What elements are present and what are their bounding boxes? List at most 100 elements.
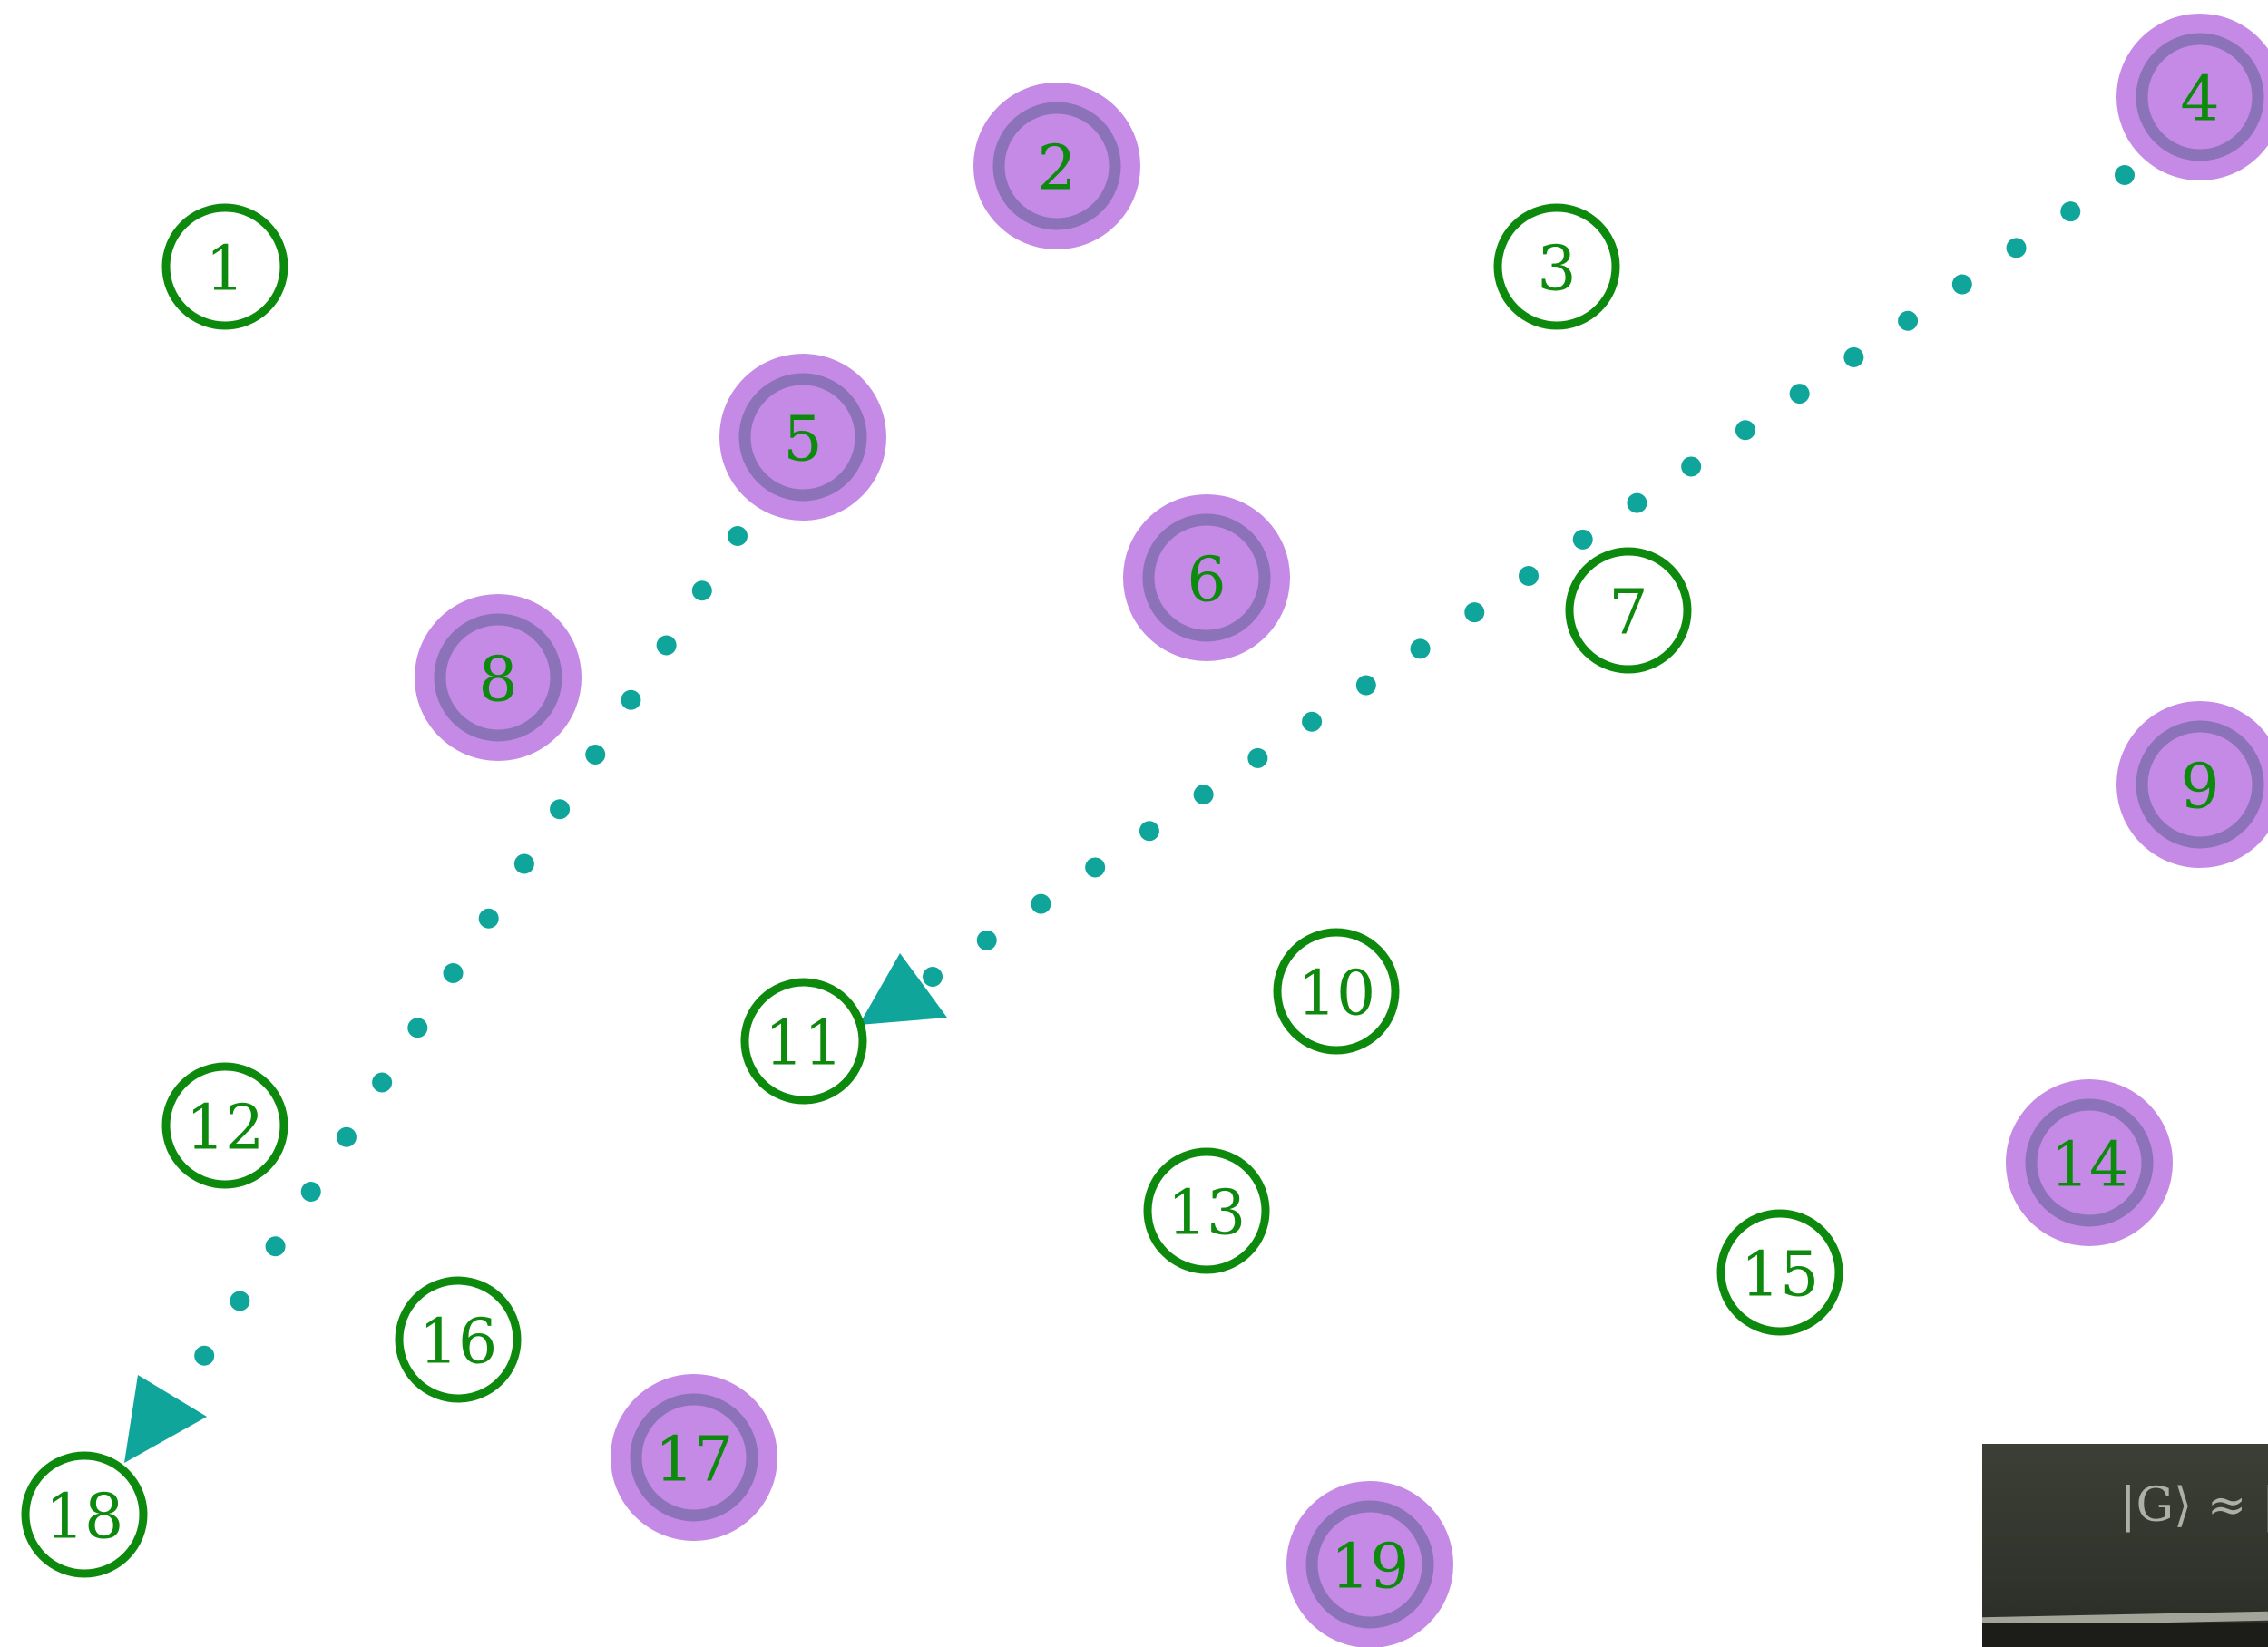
node-label: 11 [765,1009,844,1080]
node-14: 14 [2006,1079,2173,1246]
node-label: 5 [783,404,822,476]
node-ring [630,1393,758,1522]
arrow-dot [1951,274,1972,295]
arrow-dot [1410,638,1431,659]
node-label: 10 [1297,959,1376,1030]
arrow-dot [513,853,534,874]
arrow-dot [407,1018,428,1038]
node-ring [738,373,867,502]
node-9: 9 [2116,701,2268,868]
node-5: 5 [719,354,886,521]
arrowhead-icon [859,953,947,1025]
arrow-dot [621,689,641,710]
node-18: 18 [21,1451,148,1578]
node-ring [740,978,867,1105]
arrow-dot [230,1291,250,1311]
arrow-dot [443,963,464,983]
arrow-dot [691,580,712,601]
arrow-dot [372,1072,393,1093]
node-label: 13 [1168,1178,1246,1250]
node-ring [2136,33,2264,161]
node-label: 7 [1608,578,1647,649]
arrow-dot [1627,492,1647,513]
arrow-dot [1898,310,1919,331]
arrow-4-to-11 [859,165,2135,1025]
arrow-dot [1031,893,1051,914]
node-label: 18 [45,1482,124,1554]
node-ring [992,102,1121,230]
arrow-dot [728,526,748,546]
node-label: 16 [419,1307,498,1379]
arrow-dot [1302,711,1323,732]
node-label: 1 [205,234,244,306]
node-label: 3 [1537,234,1576,306]
node-15: 15 [1716,1209,1843,1336]
arrow-dot [265,1236,286,1257]
node-3: 3 [1493,203,1620,330]
arrow-dot [1085,857,1106,878]
node-label: 6 [1187,545,1226,617]
node-ring [1305,1500,1434,1629]
arrow-dot [300,1182,321,1202]
node-11: 11 [740,978,867,1105]
node-ring [1142,513,1271,642]
node-17: 17 [611,1374,777,1541]
node-ring [434,613,562,742]
arrow-dot [1843,346,1864,367]
arrow-dot [1464,602,1485,623]
node-label: 17 [655,1425,734,1496]
node-ring [2025,1098,2154,1227]
node-label: 9 [2180,752,2219,824]
board-shadow [1982,1623,2268,1647]
arrow-5-to-18 [124,526,748,1463]
arrow-dot [1139,821,1159,842]
arrow-dot [2006,238,2027,258]
arrow-dot [194,1345,215,1366]
node-6: 6 [1123,494,1290,661]
arrow-dot [2115,165,2135,185]
node-12: 12 [161,1062,288,1189]
arrow-dot [1247,747,1268,768]
node-ring [1565,547,1692,674]
arrow-dot [550,799,571,820]
arrow-dot [923,967,943,987]
arrow-dot [2060,201,2081,222]
node-ring [1493,203,1620,330]
video-thumbnail[interactable]: |G⟩ ≈ | [1982,1444,2268,1647]
node-ring [161,203,288,330]
arrow-dot [1572,529,1593,550]
node-13: 13 [1143,1147,1270,1274]
node-ring [21,1451,148,1578]
node-ring [395,1276,522,1403]
node-8: 8 [415,594,582,761]
node-16: 16 [395,1276,522,1403]
node-2: 2 [973,83,1140,249]
arrow-dot [1789,384,1810,404]
node-label: 19 [1331,1532,1410,1603]
node-label: 8 [478,645,517,716]
arrow-dot [1681,456,1702,477]
arrow-dot [1193,785,1214,805]
node-19: 19 [1286,1481,1453,1647]
arrow-dot [656,635,677,656]
node-ring [1273,928,1400,1055]
node-10: 10 [1273,928,1400,1055]
node-4: 4 [2116,14,2268,180]
node-ring [2136,720,2264,849]
node-label: 2 [1037,133,1076,205]
arrow-dot [1355,675,1376,696]
arrows-layer [124,165,2135,1463]
node-ring [161,1062,288,1189]
node-label: 14 [2050,1130,2129,1202]
node-label: 4 [2180,64,2219,136]
arrow-dot [976,930,997,950]
arrow-dot [1519,566,1539,586]
node-ring [1143,1147,1270,1274]
arrow-dot [478,908,499,929]
node-label: 12 [186,1093,265,1165]
arrow-dot [585,745,606,765]
arrowhead-icon [124,1375,207,1463]
arrow-dot [336,1126,357,1147]
